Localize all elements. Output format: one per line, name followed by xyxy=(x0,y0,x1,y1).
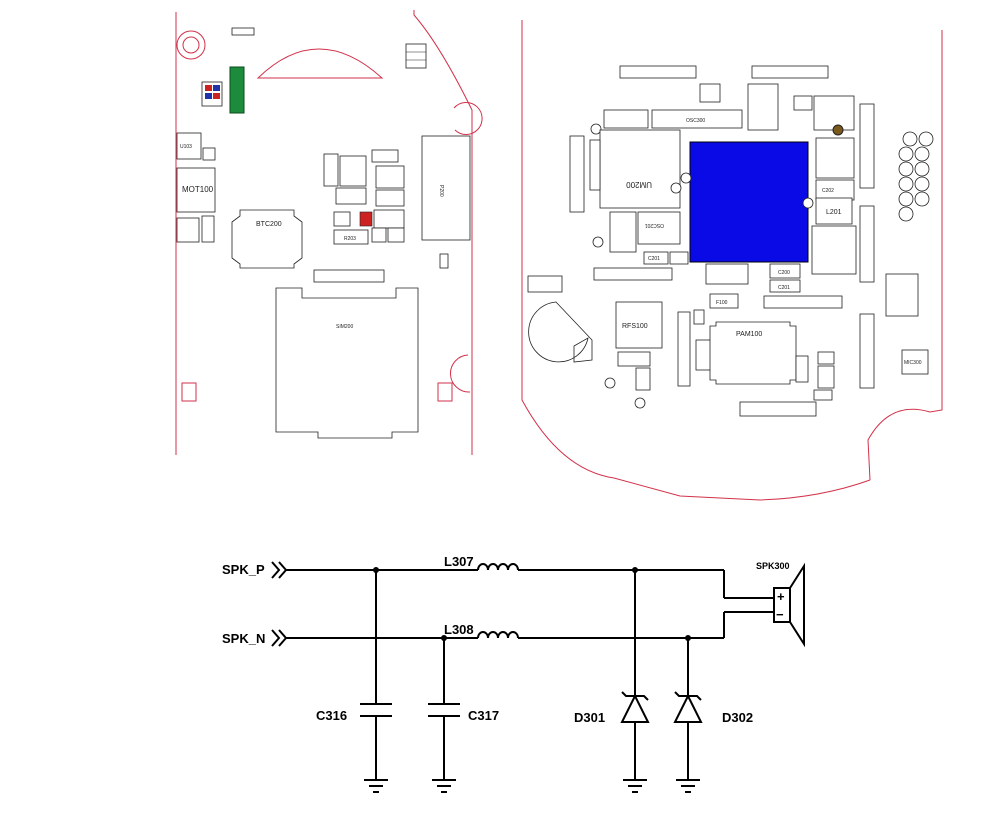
l308-inductor xyxy=(477,631,519,639)
pcb-right-board: OSC300 UM200 C202 L201 xyxy=(521,20,943,501)
speaker-schematic: SPK_P SPK_N L307 L308 C316 C31 xyxy=(222,554,805,793)
mot100-label: MOT100 xyxy=(182,185,214,194)
osc300-label: OSC300 xyxy=(686,118,705,124)
spk300-label: SPK300 xyxy=(756,561,790,571)
contact-pads xyxy=(898,131,934,222)
speaker-minus: − xyxy=(776,607,784,622)
spk-n-connector xyxy=(271,629,288,647)
d301-label: D301 xyxy=(574,710,605,725)
d302-label: D302 xyxy=(722,710,753,725)
c201b-label: C201 xyxy=(778,285,790,291)
osc201-label: OSC201 xyxy=(645,222,664,228)
l307-inductor xyxy=(477,563,519,571)
spk-p-connector xyxy=(271,561,288,579)
f100-label: F100 xyxy=(716,300,728,306)
spk-p-label: SPK_P xyxy=(222,562,265,577)
highlighted-chip xyxy=(689,141,809,263)
btc200-label: BTC200 xyxy=(256,221,282,228)
rfs100-label: RFS100 xyxy=(622,323,648,330)
l201-label: L201 xyxy=(826,209,842,216)
p200-label: P200 xyxy=(438,185,444,197)
c316-label: C316 xyxy=(316,708,347,723)
spk-n-label: SPK_N xyxy=(222,631,265,646)
u103-label: U103 xyxy=(180,144,192,150)
r203-label: R203 xyxy=(344,236,356,242)
um200-label: UM200 xyxy=(626,180,652,189)
green-component xyxy=(229,66,245,114)
mic300-label: MIC300 xyxy=(904,360,922,366)
speaker-symbol xyxy=(773,587,791,623)
d302-diode xyxy=(673,691,703,723)
ground-symbols xyxy=(364,779,700,793)
pcb-left-board: U103 MOT100 BTC200 R203 P200 SIM200 xyxy=(175,10,483,455)
c201-label: C201 xyxy=(648,256,660,262)
sim200-label: SIM200 xyxy=(336,324,353,330)
c317-label: C317 xyxy=(468,708,499,723)
c202-label: C202 xyxy=(822,188,834,194)
speaker-plus: + xyxy=(777,589,785,604)
d301-diode xyxy=(620,691,650,723)
l307-label: L307 xyxy=(444,554,474,569)
l308-label: L308 xyxy=(444,622,474,637)
c200-label: C200 xyxy=(778,270,790,276)
pam100-label: PAM100 xyxy=(736,331,762,338)
